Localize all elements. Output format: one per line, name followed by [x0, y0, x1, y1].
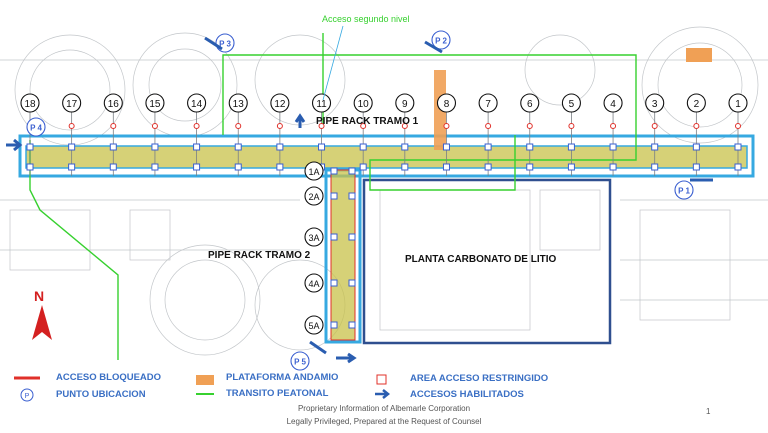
legend-symbols: P: [14, 374, 391, 402]
location-point-label: P 5: [294, 358, 306, 367]
column-label: 1A: [308, 167, 319, 177]
column-label: 18: [24, 99, 36, 110]
column-label: 8: [444, 99, 450, 110]
legend-location-point: PUNTO UBICACION: [56, 389, 146, 400]
location-point-label: P 2: [435, 37, 447, 46]
column-2: 2: [686, 93, 706, 176]
column-2A: 2A: [304, 186, 356, 206]
column-1: 1: [728, 93, 748, 176]
column-4A: 4A: [304, 273, 356, 293]
column-label: 2A: [308, 192, 319, 202]
column-label: 10: [358, 99, 370, 110]
page-number: 1: [706, 407, 711, 416]
column-label: 9: [402, 99, 408, 110]
column-10: 10: [353, 93, 373, 176]
column-label: 12: [274, 99, 286, 110]
column-label: 13: [233, 99, 245, 110]
column-label: 2: [694, 99, 700, 110]
column-label: 5A: [308, 321, 319, 331]
annotation-top: Acceso segundo nivel: [322, 14, 410, 24]
column-12: 12: [270, 93, 290, 176]
location-point: P 3: [215, 33, 235, 53]
column-9: 9: [395, 93, 415, 176]
location-point: P 1: [674, 180, 694, 200]
pipe-rack-tramo-1: [18, 134, 755, 178]
location-point: P 4: [26, 117, 46, 137]
background-plant-drawing: [0, 26, 768, 356]
column-label: 17: [66, 99, 78, 110]
column-label: 16: [108, 99, 120, 110]
label-pipe-rack-2: PIPE RACK TRAMO 2: [208, 250, 311, 261]
planta-carbonato-outline: [362, 178, 612, 345]
location-point: P 5: [290, 351, 310, 371]
column-4: 4: [603, 93, 623, 176]
column-label: 14: [191, 99, 203, 110]
legend-restricted-area: AREA ACCESO RESTRINGIDO: [410, 373, 549, 384]
column-5: 5: [561, 93, 581, 176]
legend-blocked-access: ACCESO BLOQUEADO: [56, 372, 162, 383]
column-15: 15: [145, 93, 165, 176]
legend-point-symbol: P: [25, 393, 30, 400]
column-14: 14: [187, 93, 207, 176]
column-label: 4A: [308, 279, 319, 289]
access-markers: [6, 36, 713, 364]
column-label: 7: [485, 99, 491, 110]
label-pipe-rack-1: PIPE RACK TRAMO 1: [316, 116, 419, 127]
scaffold-platform-top: [686, 48, 712, 62]
column-3A: 3A: [304, 227, 356, 247]
location-point-label: P 1: [678, 187, 690, 196]
footer-line-2: Legally Privileged, Prepared at the Requ…: [286, 417, 482, 426]
column-label: 1: [735, 99, 741, 110]
legend-enabled-access: ACCESOS HABILITADOS: [410, 389, 524, 400]
column-11: 11: [311, 93, 332, 176]
column-5A: 5A: [304, 315, 356, 335]
column-13: 13: [228, 93, 248, 176]
column-label: 15: [149, 99, 161, 110]
label-plant: PLANTA CARBONATO DE LITIO: [405, 254, 557, 265]
column-3: 3: [645, 93, 665, 176]
column-1A: 1A: [304, 161, 356, 181]
annotation-pointer: [322, 25, 344, 101]
location-point-label: P 4: [30, 124, 42, 133]
rack-columns-side: 1A 2A 3A 4A 5A: [304, 161, 356, 335]
column-label: 6: [527, 99, 533, 110]
legend-scaffold-platform: PLATAFORMA ANDAMIO: [226, 372, 339, 383]
column-label: 11: [316, 99, 327, 110]
column-label: 4: [610, 99, 616, 110]
footer-line-1: Proprietary Information of Albemarle Cor…: [297, 404, 471, 413]
legend-pedestrian-transit: TRANSITO PEATONAL: [226, 388, 329, 399]
north-label: N: [34, 288, 44, 304]
column-label: 3: [652, 99, 658, 110]
column-label: 3A: [308, 233, 319, 243]
column-16: 16: [103, 93, 123, 176]
location-point-label: P 3: [219, 40, 231, 49]
location-points: P 1 P 2 P 3 P 4 P 5: [26, 30, 694, 371]
column-17: 17: [62, 93, 82, 176]
location-point: P 2: [431, 30, 451, 50]
column-8: 8: [436, 93, 457, 176]
rack-columns: 18 17 16 15 14 13 12 11 10 9 8 7 6 5 4 3 2 1: [20, 93, 748, 176]
column-7: 7: [478, 93, 498, 176]
column-label: 5: [569, 99, 575, 110]
north-arrow: N: [32, 288, 52, 340]
column-6: 6: [520, 93, 540, 176]
